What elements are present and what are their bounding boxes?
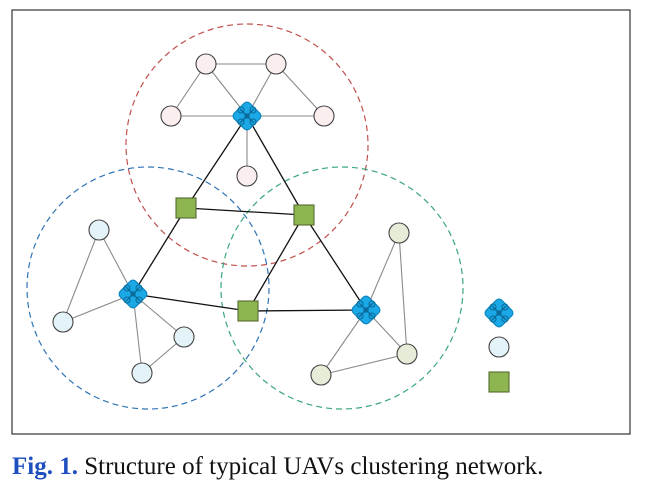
member-node-t1 (195, 53, 217, 75)
figure-label: Fig. 1. (12, 453, 78, 480)
link-right-r1-r2 (398, 232, 408, 355)
member-node-t3 (160, 105, 182, 127)
link-g2-hright (303, 214, 367, 311)
link-g3-hright (247, 309, 367, 312)
cluster-ring-left (26, 166, 270, 410)
figure-caption: Fig. 1. Structure of typical UAVs cluste… (12, 450, 642, 484)
members-top (160, 53, 335, 187)
legend-gateway-icon (488, 371, 510, 393)
members-left (52, 219, 195, 384)
link-left-l1-l2 (62, 229, 100, 323)
link-right-r2-r3 (320, 353, 408, 376)
link-htop-g2 (246, 115, 305, 216)
member-node-l1 (88, 219, 110, 241)
link-right-head-r1 (365, 232, 400, 311)
link-hleft-g3 (132, 293, 249, 312)
members-right (310, 222, 418, 386)
member-node-r1 (388, 222, 410, 244)
member-node-l4 (131, 362, 153, 384)
cluster-ring-right (220, 166, 464, 410)
member-node-r2 (396, 343, 418, 365)
link-top-t2-t4 (275, 63, 325, 117)
gateway-node-g2 (293, 204, 315, 226)
cluster-ring-top (125, 23, 369, 267)
member-node-l2 (52, 311, 74, 333)
member-node-l3 (173, 326, 195, 348)
inter-cluster-links (132, 115, 367, 312)
member-node-t2 (265, 53, 287, 75)
link-right-head-r3 (320, 309, 367, 376)
link-g1-hleft (132, 207, 187, 295)
legend-member-icon (488, 336, 510, 358)
gateway-node-g3 (237, 300, 259, 322)
link-htop-g1 (185, 115, 248, 209)
gateway-node-g1 (175, 197, 197, 219)
member-node-t5 (236, 165, 258, 187)
diagram-frame (11, 9, 631, 435)
link-g2-g3 (247, 214, 305, 312)
figure-caption-text: Structure of typical UAVs clustering net… (84, 453, 544, 480)
gateways (175, 197, 315, 322)
member-node-r3 (310, 364, 332, 386)
link-g1-g2 (185, 207, 305, 216)
member-node-t4 (313, 105, 335, 127)
legend (482, 296, 516, 393)
